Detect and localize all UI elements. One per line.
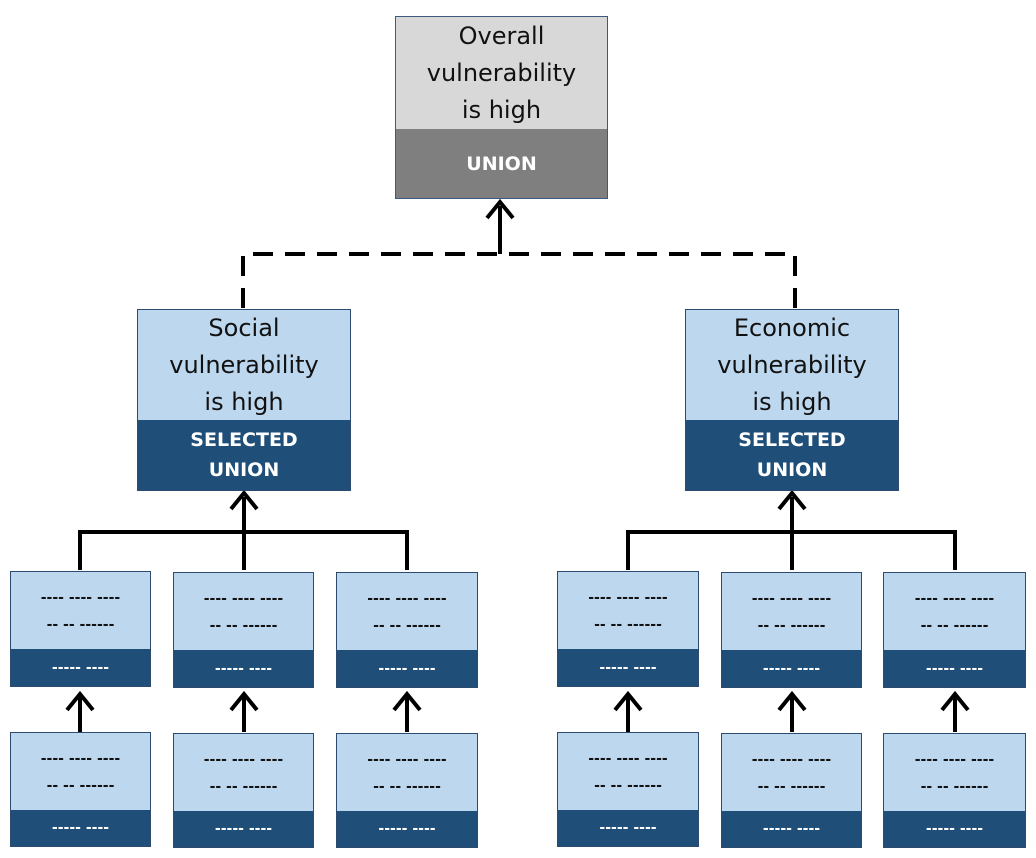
node-economic-vulnerability: Economic vulnerability is high SELECTED … xyxy=(685,309,899,491)
label-line: ---- ---- ---- xyxy=(914,751,995,768)
leaf-arrowhead xyxy=(65,690,95,712)
leaf-node: ---- ---- ---- -- -- ------ ----- ---- xyxy=(883,572,1026,688)
leaf-node-label: ---- ---- ---- -- -- ------ xyxy=(174,734,313,811)
leaf-node-label: ---- ---- ---- -- -- ------ xyxy=(174,573,313,650)
social-bracket-connector xyxy=(78,530,409,570)
root-arrowhead xyxy=(485,198,515,220)
label-line: ---- ---- ---- xyxy=(751,751,832,768)
label-line: vulnerability xyxy=(717,350,867,379)
leaf-node: ---- ---- ---- -- -- ------ ----- ---- xyxy=(721,733,862,848)
leaf-operator: ----- ---- xyxy=(337,811,477,847)
leaf-operator: ----- ---- xyxy=(558,649,698,686)
label-line: is high xyxy=(461,95,542,124)
leaf-node-label: ---- ---- ---- -- -- ------ xyxy=(558,572,698,649)
leaf-node: ---- ---- ---- -- -- ------ ----- ---- xyxy=(557,732,699,847)
leaf-operator: ----- ---- xyxy=(174,650,313,687)
leaf-node-label: ---- ---- ---- -- -- ------ xyxy=(337,734,477,811)
economic-bracket-connector xyxy=(626,530,957,570)
leaf-node: ---- ---- ---- -- -- ------ ----- ---- xyxy=(883,733,1026,848)
leaf-node: ---- ---- ---- -- -- ------ ----- ---- xyxy=(336,733,478,848)
label-line: Overall xyxy=(458,21,545,50)
leaf-arrowhead xyxy=(392,690,422,712)
label-line: -- -- ------ xyxy=(373,617,441,634)
leaf-operator: ----- ---- xyxy=(174,811,313,847)
leaf-node-label: ---- ---- ---- -- -- ------ xyxy=(884,734,1025,811)
root-node-overall: Overall vulnerability is high UNION xyxy=(395,16,608,199)
leaf-node: ---- ---- ---- -- -- ------ ----- ---- xyxy=(336,572,478,688)
leaf-node: ---- ---- ---- -- -- ------ ----- ---- xyxy=(10,571,151,687)
label-line: ---- ---- ---- xyxy=(367,751,447,768)
label-line: -- -- ------ xyxy=(209,617,278,634)
label-line: ---- ---- ---- xyxy=(203,590,284,607)
leaf-operator: ----- ---- xyxy=(337,650,477,687)
leaf-operator: ----- ---- xyxy=(884,650,1025,687)
leaf-node-label: ---- ---- ---- -- -- ------ xyxy=(884,573,1025,650)
leaf-operator: ----- ---- xyxy=(558,810,698,846)
node-social-vulnerability: Social vulnerability is high SELECTED UN… xyxy=(137,309,351,491)
leaf-node: ---- ---- ---- -- -- ------ ----- ---- xyxy=(173,572,314,688)
leaf-operator: ----- ---- xyxy=(722,811,861,847)
operator-line: SELECTED xyxy=(738,429,846,451)
leaf-operator: ----- ---- xyxy=(884,811,1025,847)
label-line: -- -- ------ xyxy=(594,616,662,633)
leaf-node-label: ---- ---- ---- -- -- ------ xyxy=(337,573,477,650)
label-line: ---- ---- ---- xyxy=(588,750,668,767)
label-line: -- -- ------ xyxy=(46,616,115,633)
label-line: -- -- ------ xyxy=(920,617,989,634)
label-line: -- -- ------ xyxy=(373,778,441,795)
social-operator: SELECTED UNION xyxy=(138,420,350,490)
label-line: -- -- ------ xyxy=(46,777,115,794)
leaf-node-label: ---- ---- ---- -- -- ------ xyxy=(11,572,150,649)
label-line: ---- ---- ---- xyxy=(914,590,995,607)
label-line: vulnerability xyxy=(169,350,319,379)
label-line: ---- ---- ---- xyxy=(203,751,284,768)
leaf-node: ---- ---- ---- -- -- ------ ----- ---- xyxy=(721,572,862,688)
social-arrowhead xyxy=(229,489,259,511)
label-line: Economic xyxy=(733,313,851,342)
label-line: ---- ---- ---- xyxy=(751,590,832,607)
label-line: -- -- ------ xyxy=(757,778,826,795)
root-node-label: Overall vulnerability is high xyxy=(396,17,607,129)
label-line: -- -- ------ xyxy=(209,778,278,795)
label-line: Social xyxy=(208,313,280,342)
economic-node-label: Economic vulnerability is high xyxy=(686,310,898,420)
leaf-arrows xyxy=(65,690,970,732)
label-line: ---- ---- ---- xyxy=(40,589,121,606)
leaf-arrowhead xyxy=(613,690,643,712)
leaf-arrowhead xyxy=(777,690,807,712)
root-operator: UNION xyxy=(396,129,607,198)
operator-line: UNION xyxy=(208,459,280,481)
label-line: is high xyxy=(204,387,284,416)
leaf-operator: ----- ---- xyxy=(11,810,150,846)
leaf-node: ---- ---- ---- -- -- ------ ----- ---- xyxy=(557,571,699,687)
label-line: -- -- ------ xyxy=(757,617,826,634)
label-line: vulnerability xyxy=(426,58,577,87)
label-line: ---- ---- ---- xyxy=(367,590,447,607)
leaf-node-label: ---- ---- ---- -- -- ------ xyxy=(558,733,698,810)
dashed-connector xyxy=(241,252,797,308)
label-line: ---- ---- ---- xyxy=(588,589,668,606)
label-line: is high xyxy=(752,387,832,416)
label-line: -- -- ------ xyxy=(594,777,662,794)
leaf-arrowhead xyxy=(940,690,970,712)
leaf-node: ---- ---- ---- -- -- ------ ----- ---- xyxy=(173,733,314,848)
leaf-operator: ----- ---- xyxy=(11,649,150,686)
leaf-node-label: ---- ---- ---- -- -- ------ xyxy=(11,733,150,810)
label-line: ---- ---- ---- xyxy=(40,750,121,767)
operator-line: SELECTED xyxy=(190,429,298,451)
leaf-node: ---- ---- ---- -- -- ------ ----- ---- xyxy=(10,732,151,847)
economic-arrowhead xyxy=(777,489,807,511)
social-node-label: Social vulnerability is high xyxy=(138,310,350,420)
economic-operator: SELECTED UNION xyxy=(686,420,898,490)
operator-line: UNION xyxy=(756,459,828,481)
leaf-operator: ----- ---- xyxy=(722,650,861,687)
leaf-node-label: ---- ---- ---- -- -- ------ xyxy=(722,734,861,811)
leaf-node-label: ---- ---- ---- -- -- ------ xyxy=(722,573,861,650)
leaf-arrowhead xyxy=(229,690,259,712)
label-line: -- -- ------ xyxy=(920,778,989,795)
